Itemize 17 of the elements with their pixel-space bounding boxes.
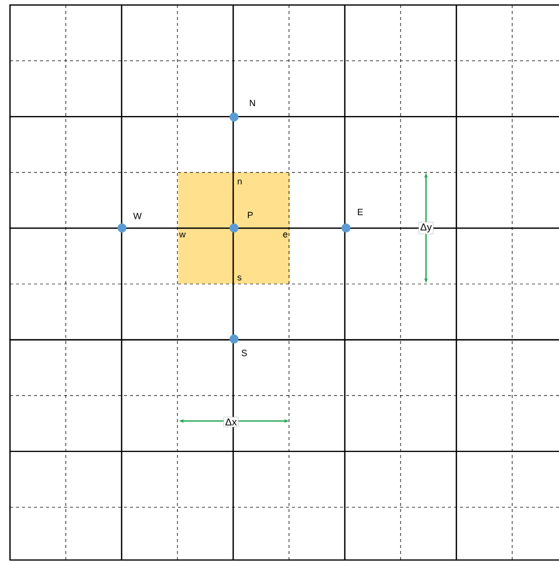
face-label: n: [238, 180, 242, 184]
dimension-label: Δx: [223, 416, 239, 428]
point-label: N: [250, 100, 255, 106]
grid-point: [230, 112, 238, 122]
face-label: e: [283, 232, 288, 238]
grid-point: [118, 224, 126, 232]
dimension-label: Δy: [418, 222, 434, 234]
control-volume: [178, 172, 290, 284]
point-label: S: [242, 350, 247, 356]
face-label: s: [237, 276, 242, 280]
grid-point: [342, 224, 350, 232]
grid-point: [230, 224, 238, 232]
point-label: E: [358, 208, 363, 216]
point-label: W: [133, 212, 142, 220]
point-label: P: [248, 212, 253, 218]
face-label: w: [179, 232, 186, 238]
grid-point: [230, 334, 238, 344]
